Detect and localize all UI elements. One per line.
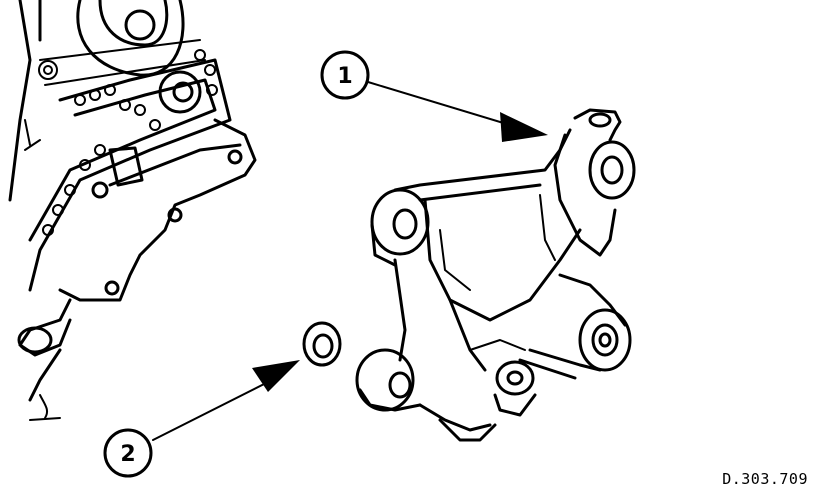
callout-1-leader <box>367 81 511 126</box>
engine-timing-chain-assembly <box>8 0 257 421</box>
washer <box>302 321 342 367</box>
callout-1-number: 1 <box>337 64 352 89</box>
engine-mount-bracket <box>355 108 636 442</box>
callout-2-circle <box>103 428 153 478</box>
callout-1-arrowhead <box>500 112 548 142</box>
callout-2-leader <box>152 379 273 441</box>
callout-1-circle <box>320 50 370 100</box>
callout-2-arrowhead <box>252 360 300 392</box>
reference-code: D.303.709 <box>722 470 808 488</box>
callout-2-number: 2 <box>120 442 135 467</box>
